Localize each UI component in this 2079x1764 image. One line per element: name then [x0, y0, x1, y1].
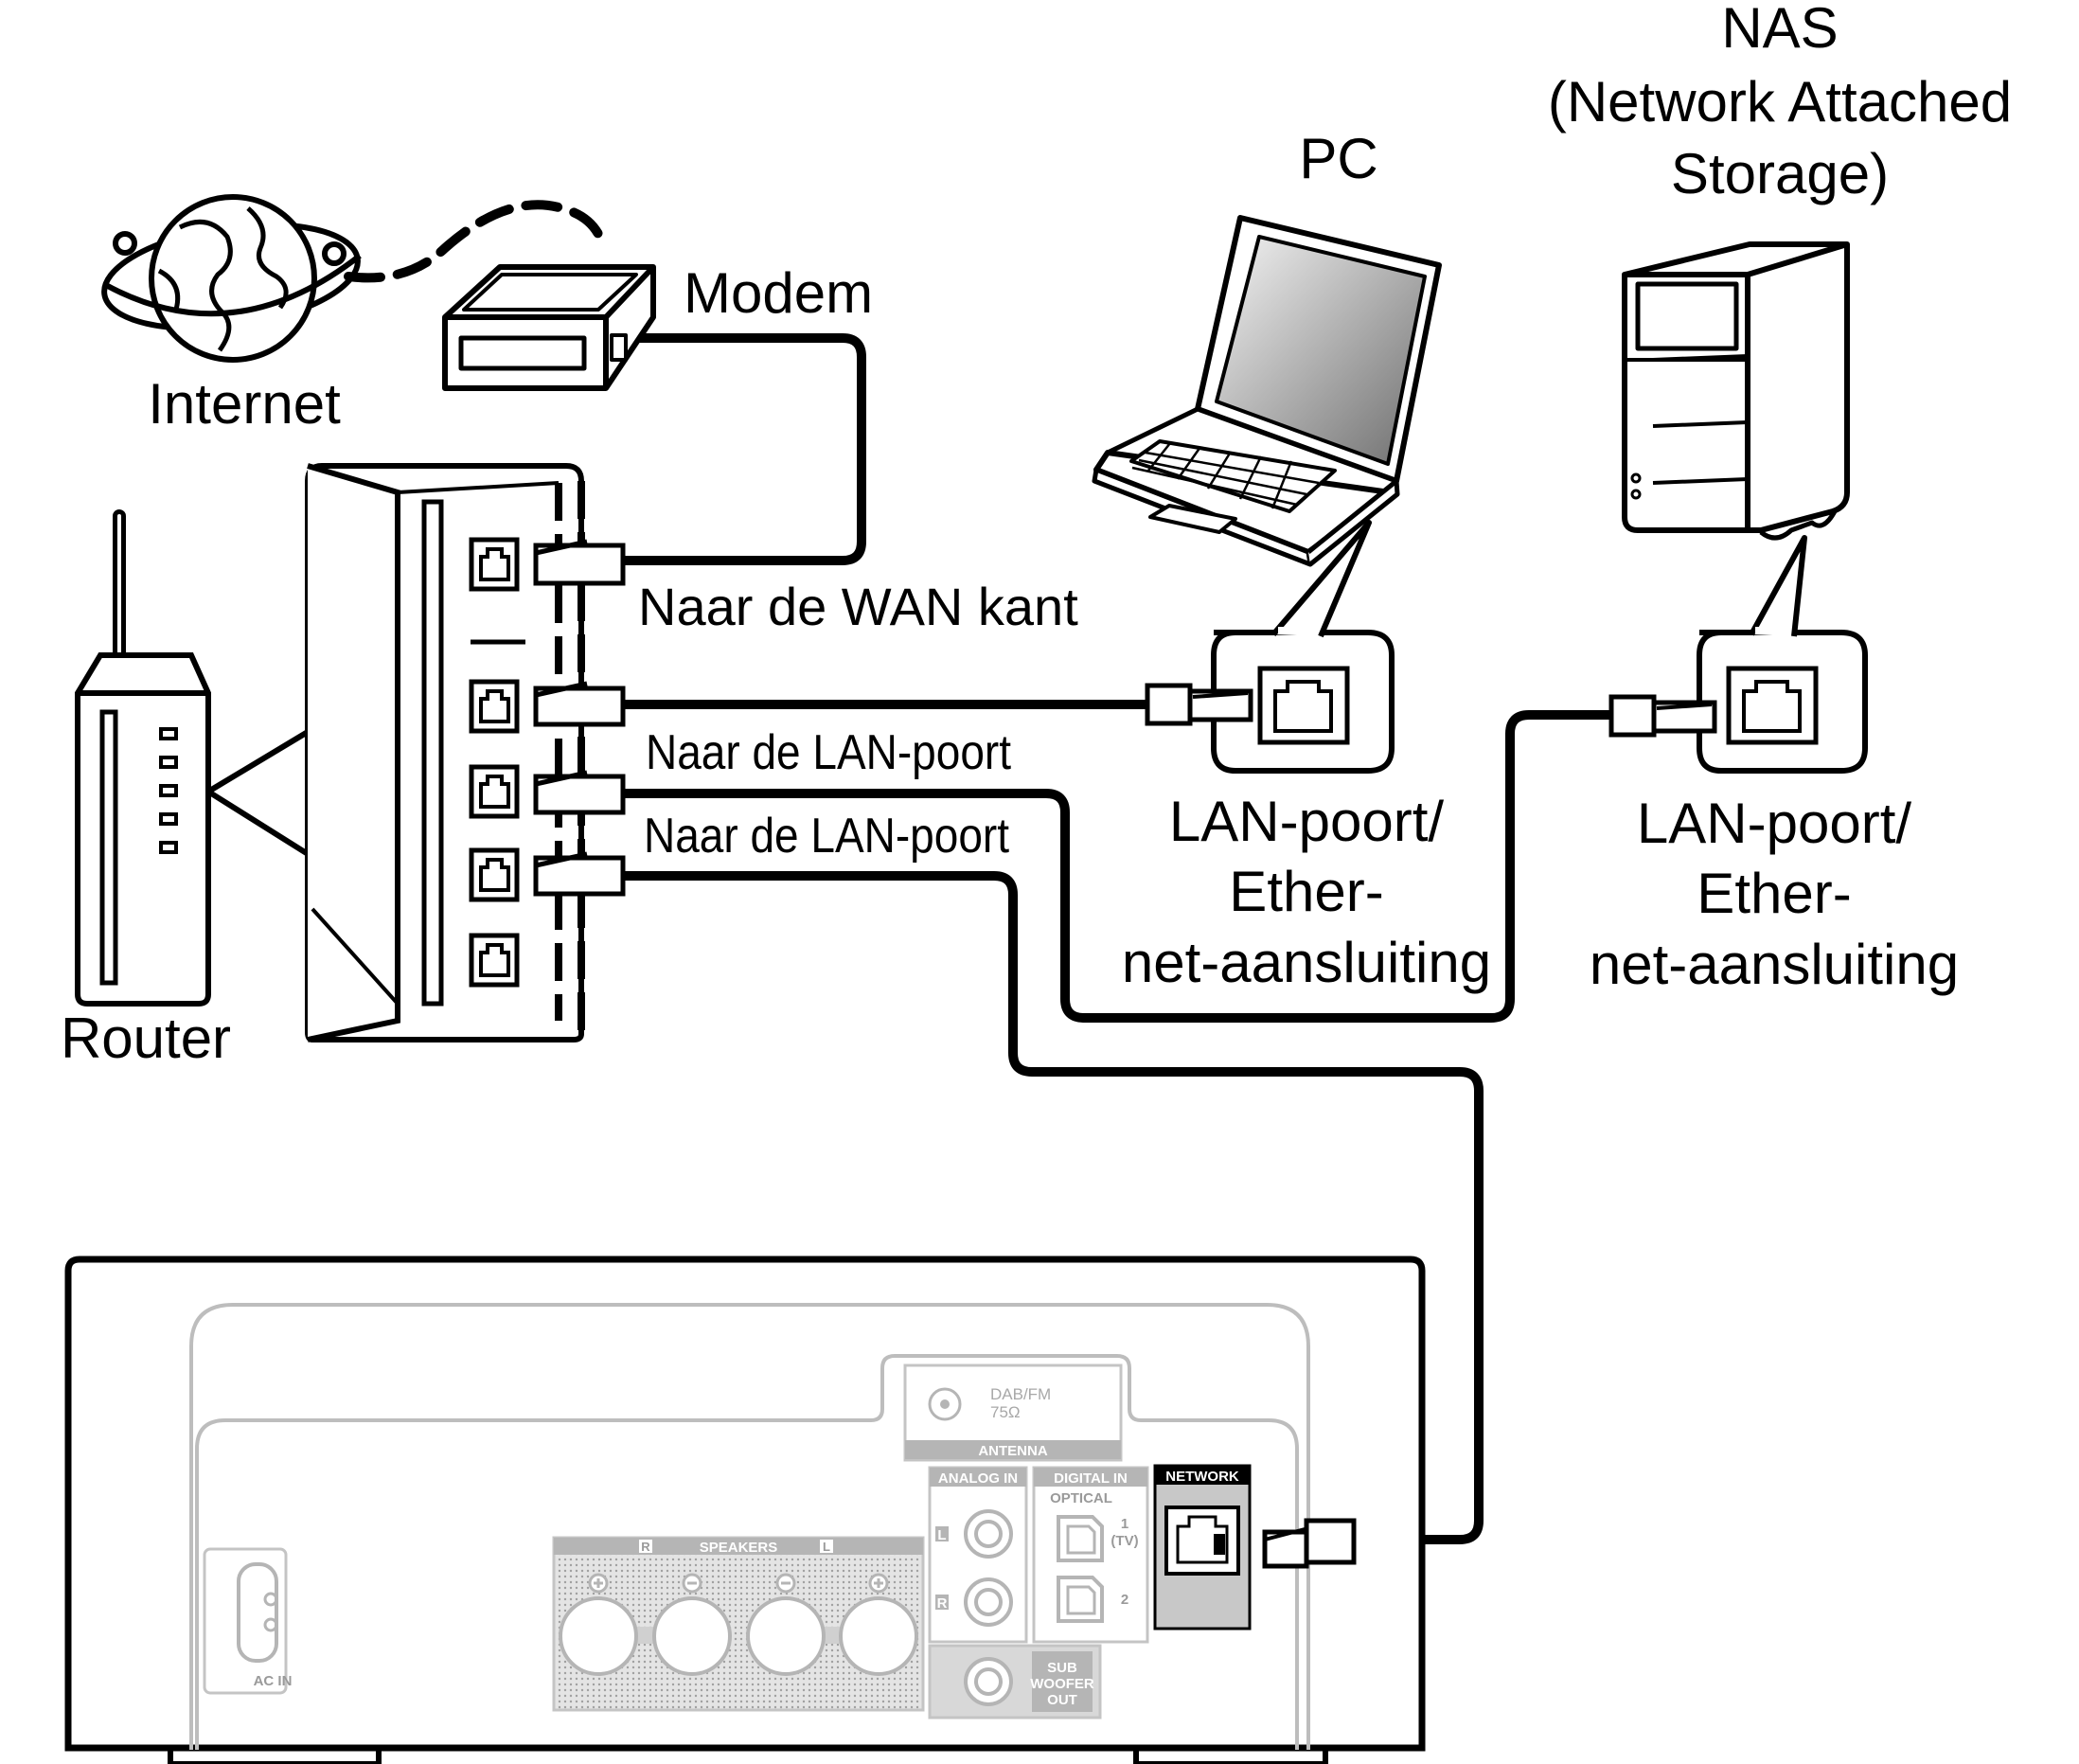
nas-icon	[1622, 241, 1850, 541]
sub-label-3: OUT	[1047, 1692, 1077, 1708]
cable-modem-wan	[584, 333, 866, 565]
lan-port-3	[469, 847, 520, 902]
cables	[344, 200, 1614, 1544]
ac-in-label: AC IN	[254, 1673, 293, 1689]
pc-port-label-2: Ether-	[1229, 860, 1383, 923]
pc-port-label-1: LAN-poort/	[1169, 790, 1444, 853]
nas-title-1: NAS	[1721, 0, 1838, 60]
modem-icon	[442, 264, 656, 391]
plug-lan-1	[533, 681, 626, 727]
labels: NAS (Network Attached Storage) PC Modem …	[61, 0, 2012, 1070]
sub-label-1: SUB	[1047, 1660, 1077, 1676]
speaker-terminal-l-plus	[839, 1596, 918, 1676]
digital-in-label: DIGITAL IN	[1054, 1470, 1128, 1487]
router-title: Router	[61, 1007, 231, 1070]
lan-port-2	[469, 764, 520, 819]
speakers-r-label: R	[641, 1540, 650, 1554]
digital-in-section: DIGITAL IN OPTICAL 1 (TV) 2	[1032, 1466, 1149, 1644]
nas-port-label-2: Ether-	[1697, 862, 1851, 925]
internet-title: Internet	[148, 372, 341, 436]
pc-port-label-3: net-aansluiting	[1122, 931, 1491, 994]
analog-in-section: ANALOG IN L R	[928, 1466, 1028, 1644]
nas-ethernet-port	[1726, 666, 1819, 745]
network-label: NETWORK	[1165, 1469, 1239, 1485]
laptop-icon	[1092, 215, 1442, 567]
plug-lan-3	[533, 851, 626, 897]
nas-port-label-1: LAN-poort/	[1637, 792, 1911, 855]
speaker-terminal-l-minus	[746, 1596, 826, 1676]
speaker-terminal-r-minus	[652, 1596, 732, 1676]
lan-label-1: Naar de LAN-poort	[646, 725, 1011, 780]
antenna-label: ANTENNA	[978, 1443, 1047, 1459]
router-ports	[469, 537, 520, 988]
nas-title-3: Storage)	[1671, 142, 1889, 205]
globe-icon	[101, 194, 362, 363]
optical-1-tv-label: (TV)	[1111, 1533, 1138, 1549]
nas-plug	[1608, 694, 1717, 738]
lan-label-2: Naar de LAN-poort	[644, 809, 1009, 864]
router-icon	[75, 509, 211, 1007]
analog-in-label: ANALOG IN	[938, 1470, 1018, 1487]
pc-title: PC	[1299, 127, 1377, 190]
nas-title-2: (Network Attached	[1548, 70, 2012, 134]
pc-plug	[1145, 683, 1253, 726]
antenna-section: DAB/FM 75Ω ANTENNA	[903, 1363, 1123, 1462]
analog-l-label: L	[937, 1527, 946, 1543]
speakers-l-label: L	[823, 1540, 830, 1554]
cable-internet-modem	[344, 200, 609, 283]
wan-label: Naar de WAN kant	[638, 577, 1078, 636]
router-zoom-callout	[205, 726, 315, 860]
plug-wan	[533, 539, 626, 586]
receiver-network-plug	[1262, 1518, 1357, 1569]
optical-2-label: 2	[1121, 1592, 1128, 1608]
speakers-label: SPEAKERS	[700, 1540, 778, 1556]
nas-port-label-3: net-aansluiting	[1590, 933, 1959, 996]
antenna-type-label: DAB/FM	[990, 1385, 1051, 1403]
plug-lan-2	[533, 770, 626, 815]
speaker-terminals-section: SPEAKERS R L	[552, 1536, 925, 1712]
cable-router-nas	[615, 710, 1614, 1023]
ac-in-socket: AC IN	[203, 1547, 293, 1695]
network-section: NETWORK	[1153, 1464, 1252, 1630]
subwoofer-out-section: SUB WOOFER OUT	[928, 1644, 1102, 1719]
receiver-rear-panel: AC IN DAB/FM 75Ω ANTENNA ANALOG IN L R	[64, 1256, 1426, 1764]
optical-label: OPTICAL	[1050, 1490, 1112, 1506]
router-plugs	[533, 539, 626, 897]
lan-port-1	[469, 679, 520, 734]
modem-title: Modem	[684, 261, 873, 325]
optical-1-label: 1	[1121, 1516, 1128, 1532]
pc-ethernet-port	[1257, 666, 1350, 745]
wan-port	[469, 537, 520, 592]
lan-port-4	[469, 933, 520, 988]
sub-label-2: WOOFER	[1030, 1676, 1094, 1692]
antenna-ohm-label: 75Ω	[990, 1403, 1021, 1421]
analog-r-label: R	[937, 1595, 948, 1612]
speaker-terminal-r-plus	[559, 1596, 638, 1676]
cable-router-receiver	[615, 871, 1484, 1544]
